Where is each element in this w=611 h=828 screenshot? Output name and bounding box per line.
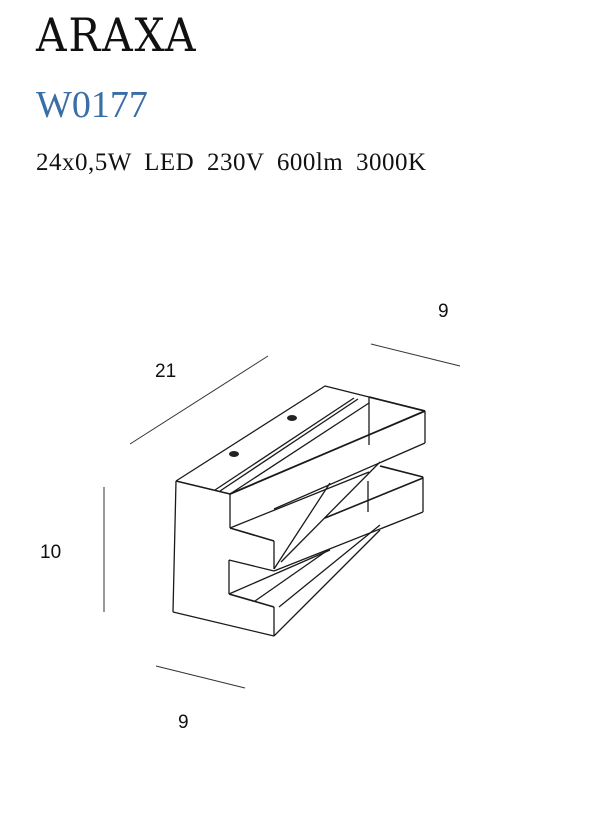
mounting-screws [229,415,297,457]
dimension-line-depth-bottom [155,665,246,689]
dimension-length-label: 21 [155,361,177,382]
product-name: ARAXA [36,8,198,62]
lamp-drawing [172,385,426,637]
dimension-height-label: 10 [40,542,62,563]
dimension-line-length [129,355,269,445]
screw-icon [287,415,297,421]
product-code: W0177 [36,84,148,126]
product-specs: 24x0,5W LED 230V 600lm 3000K [36,149,427,176]
dimension-line-depth-top [370,343,461,367]
dimension-lines [103,343,461,689]
dimension-depth-bottom-label: 9 [178,712,189,733]
dimension-depth-top-label: 9 [438,301,449,322]
screw-icon [229,451,239,457]
